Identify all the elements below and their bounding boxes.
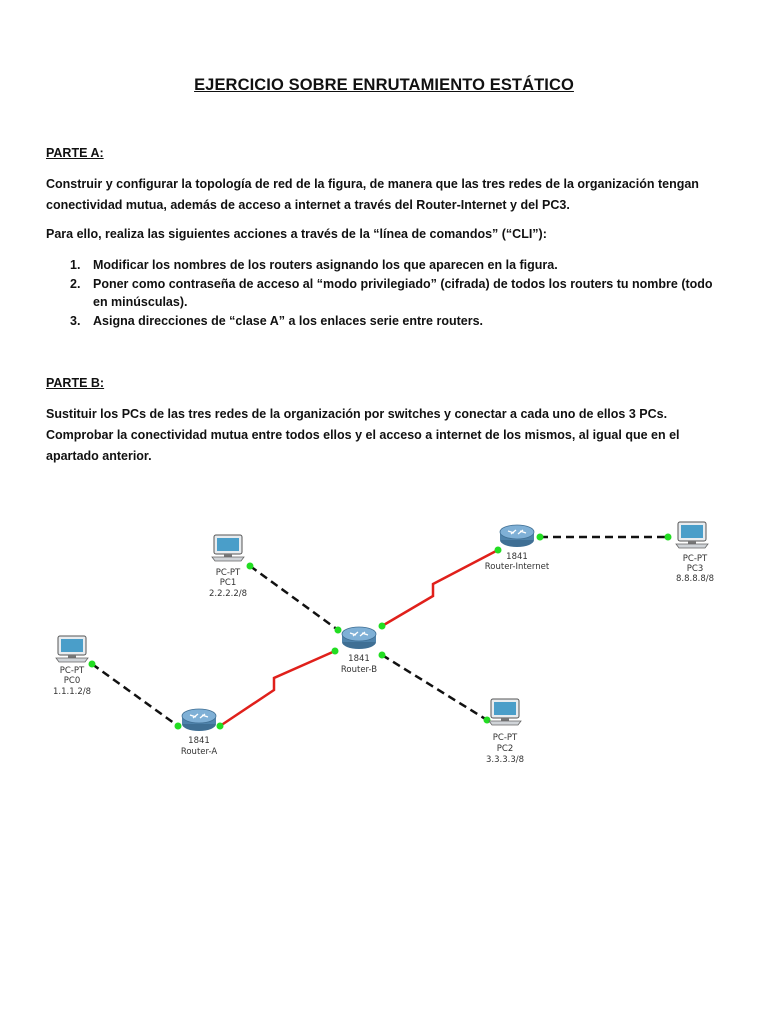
parte-a-intro: Construir y configurar la topología de r… bbox=[46, 177, 699, 212]
port-light bbox=[536, 533, 544, 541]
task-number: 2. bbox=[70, 276, 81, 291]
port-light bbox=[378, 622, 386, 630]
parte-b-heading: PARTE B: bbox=[46, 376, 105, 390]
network-topology-diagram: 1841 Router-A 1841 Router-B 1841 Router-… bbox=[53, 521, 714, 765]
port-light bbox=[334, 626, 342, 634]
port-light bbox=[378, 651, 386, 659]
task-number: 3. bbox=[70, 313, 81, 328]
port-light bbox=[483, 716, 491, 724]
port-light bbox=[88, 660, 96, 668]
router-internet-model: 1841 bbox=[506, 552, 528, 562]
router-a-model: 1841 bbox=[188, 736, 210, 746]
router-icon bbox=[341, 626, 377, 650]
pc2: PC-PT PC2 3.3.3.3/8 bbox=[486, 698, 524, 765]
router-internet-name: Router-Internet bbox=[485, 562, 550, 572]
parte-a-task-list: 1. Modificar los nombres de los routers … bbox=[46, 256, 726, 330]
pc0: PC-PT PC0 1.1.1.2/8 bbox=[53, 635, 91, 697]
pc-icon bbox=[55, 635, 89, 663]
router-b-name: Router-B bbox=[341, 665, 377, 675]
task-text: Poner como contraseña de acceso al “modo… bbox=[93, 276, 713, 310]
parte-b-text: Sustituir los PCs de las tres redes de l… bbox=[46, 407, 680, 463]
task-item: 2. Poner como contraseña de acceso al “m… bbox=[46, 275, 726, 312]
router-a-name: Router-A bbox=[181, 747, 218, 757]
pc1-name: PC1 bbox=[220, 578, 236, 588]
pc1: PC-PT PC1 2.2.2.2/8 bbox=[209, 534, 247, 599]
parte-a-lead: Para ello, realiza las siguientes accion… bbox=[46, 227, 547, 241]
port-light bbox=[664, 533, 672, 541]
task-text: Modificar los nombres de los routers asi… bbox=[93, 258, 558, 272]
pc3-type: PC-PT bbox=[683, 554, 708, 564]
task-item: 1. Modificar los nombres de los routers … bbox=[46, 256, 726, 275]
pc0-name: PC0 bbox=[64, 676, 80, 686]
link-router-b-pc2 bbox=[381, 653, 488, 722]
router-b-model: 1841 bbox=[348, 654, 370, 664]
serial-link-router-b-router-internet bbox=[381, 548, 499, 628]
router-b: 1841 Router-B bbox=[341, 626, 377, 675]
document-title: EJERCICIO SOBRE ENRUTAMIENTO ESTÁTICO bbox=[194, 76, 574, 94]
router-a: 1841 Router-A bbox=[181, 708, 218, 757]
pc0-ip: 1.1.1.2/8 bbox=[53, 687, 91, 697]
port-light bbox=[174, 722, 182, 730]
pc3: PC-PT PC3 8.8.8.8/8 bbox=[675, 521, 714, 584]
pc3-name: PC3 bbox=[687, 564, 703, 574]
pc1-ip: 2.2.2.2/8 bbox=[209, 589, 247, 599]
pc1-type: PC-PT bbox=[216, 568, 241, 578]
pc-icon bbox=[488, 698, 522, 726]
router-internet: 1841 Router-Internet bbox=[485, 524, 550, 572]
pc-icon bbox=[211, 534, 245, 562]
pc3-ip: 8.8.8.8/8 bbox=[676, 574, 714, 584]
pc-icon bbox=[675, 521, 709, 549]
pc2-name: PC2 bbox=[497, 744, 513, 754]
router-icon bbox=[499, 524, 535, 548]
link-pc0-router-a bbox=[91, 662, 179, 728]
pc2-type: PC-PT bbox=[493, 733, 518, 743]
pc0-type: PC-PT bbox=[60, 666, 85, 676]
serial-link-router-a-router-b bbox=[219, 649, 336, 728]
pc2-ip: 3.3.3.3/8 bbox=[486, 755, 524, 765]
parte-a-heading: PARTE A: bbox=[46, 146, 104, 160]
task-text: Asigna direcciones de “clase A” a los en… bbox=[93, 313, 483, 328]
port-light bbox=[246, 562, 254, 570]
port-light bbox=[216, 722, 224, 730]
link-pc1-router-b bbox=[249, 564, 339, 632]
router-icon bbox=[181, 708, 217, 732]
task-item: 3. Asigna direcciones de “clase A” a los… bbox=[46, 312, 726, 331]
port-light bbox=[331, 647, 339, 655]
task-number: 1. bbox=[70, 258, 81, 272]
port-light bbox=[494, 546, 502, 554]
